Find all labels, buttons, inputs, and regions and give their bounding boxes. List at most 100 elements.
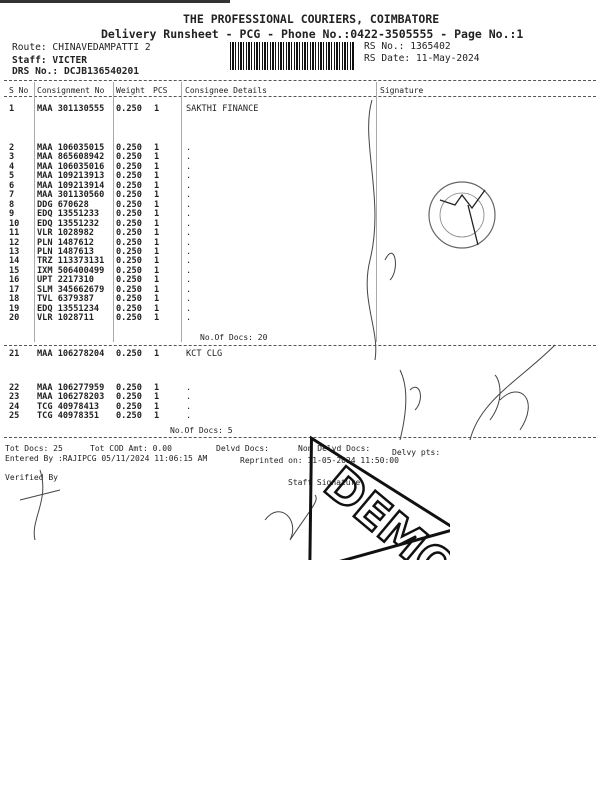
- column-line: [34, 82, 35, 342]
- weight-cell: 0.250: [116, 256, 142, 267]
- sno-cell: 9: [9, 209, 15, 220]
- weight-cell: 0.250: [116, 228, 142, 239]
- consignment-no-cell: TCG 40978351: [37, 411, 100, 422]
- sno-cell: 10: [9, 218, 20, 229]
- column-line: [181, 82, 182, 342]
- consignment-no-cell: MAA 301130560: [37, 190, 105, 201]
- pcs-cell: 1: [154, 209, 160, 220]
- pcs-cell: 1: [154, 161, 160, 172]
- consignment-no-cell: MAA 109213914: [37, 180, 105, 191]
- reprinted-on: Reprinted on: 11-05-2024 11:50:00: [240, 456, 399, 465]
- sno-cell: 12: [9, 237, 20, 248]
- weight-cell: 0.250: [116, 303, 142, 314]
- sno-cell: 8: [9, 199, 15, 210]
- consignee-cell: .: [186, 313, 192, 324]
- col-consignment: Consignment No: [37, 86, 105, 95]
- divider: [4, 80, 596, 81]
- sno-cell: 16: [9, 275, 20, 286]
- weight-cell: 0.250: [116, 237, 142, 248]
- sno-cell: 3: [9, 152, 15, 163]
- consignee-cell: .: [186, 218, 192, 229]
- weight-cell: 0.250: [116, 218, 142, 229]
- consignee-cell: .: [186, 161, 192, 172]
- pcs-cell: 1: [154, 349, 160, 359]
- group-docs-count: No.Of Docs: 20: [200, 333, 268, 342]
- entered-by: Entered By :RAJIPCG 05/11/2024 11:06:15 …: [5, 454, 208, 463]
- consignment-no-cell: MAA 106278204: [37, 349, 105, 359]
- sno-cell: 22: [9, 383, 20, 393]
- weight-cell: 0.250: [116, 383, 142, 393]
- non-delivered-docs: Non Delvd Docs:: [298, 444, 371, 453]
- consignee-cell: .: [186, 383, 192, 393]
- consignment-no-cell: UPT 2217310: [37, 275, 94, 286]
- sno-cell: 13: [9, 246, 20, 257]
- weight-cell: 0.250: [116, 265, 142, 276]
- pcs-cell: 1: [154, 303, 160, 314]
- consignment-no-cell: TRZ 113373131: [37, 256, 105, 267]
- consignee-cell: .: [186, 392, 192, 403]
- signature-stroke: [384, 252, 396, 281]
- pcs-cell: 1: [154, 237, 160, 248]
- weight-cell: 0.250: [116, 411, 142, 422]
- sno-cell: 23: [9, 392, 20, 403]
- signature-stroke: [19, 469, 61, 541]
- consignment-no-cell: MAA 106035015: [37, 143, 105, 153]
- weight-cell: 0.250: [116, 199, 142, 210]
- total-cod: Tot COD Amt: 0.00: [90, 444, 172, 453]
- weight-cell: 0.250: [116, 294, 142, 305]
- sno-cell: 11: [9, 228, 20, 239]
- weight-cell: 0.250: [116, 392, 142, 403]
- consignee-cell: .: [186, 228, 192, 239]
- column-line: [376, 82, 377, 342]
- weight-cell: 0.250: [116, 209, 142, 220]
- weight-cell: 0.250: [116, 284, 142, 295]
- consignment-no-cell: TVL 6379387: [37, 294, 94, 305]
- consignee-cell: .: [186, 143, 192, 153]
- sno-cell: 19: [9, 303, 20, 314]
- pcs-cell: 1: [154, 383, 160, 393]
- sno-cell: 15: [9, 265, 20, 276]
- divider: [4, 345, 596, 346]
- barcode: [230, 42, 354, 70]
- sno-cell: 7: [9, 190, 15, 201]
- col-pcs: PCS: [153, 86, 168, 95]
- pcs-cell: 1: [154, 143, 160, 153]
- total-docs: Tot Docs: 25: [5, 444, 63, 453]
- group-docs-count: No.Of Docs: 5: [170, 426, 233, 435]
- pcs-cell: 1: [154, 294, 160, 305]
- pcs-cell: 1: [154, 313, 160, 324]
- pcs-cell: 1: [154, 190, 160, 201]
- delivered-docs: Delvd Docs:: [216, 444, 269, 453]
- pcs-cell: 1: [154, 180, 160, 191]
- consignee-cell: .: [186, 265, 192, 276]
- sno-cell: 5: [9, 171, 15, 182]
- signature-stroke: [264, 494, 317, 541]
- consignment-no-cell: EDQ 13551232: [37, 218, 100, 229]
- sno-cell: 4: [9, 161, 15, 172]
- consignee-cell: .: [186, 209, 192, 220]
- consignee-cell: .: [186, 199, 192, 210]
- consignee-cell: .: [186, 284, 192, 295]
- pcs-cell: 1: [154, 171, 160, 182]
- company-name: THE PROFESSIONAL COURIERS, COIMBATORE: [183, 12, 440, 26]
- consignee-cell: .: [186, 256, 192, 267]
- consignment-no-cell: MAA 106278203: [37, 392, 105, 403]
- consignment-no-cell: TCG 40978413: [37, 401, 100, 412]
- consignee-cell: .: [186, 275, 192, 286]
- consignee-cell: .: [186, 401, 192, 412]
- sno-cell: 25: [9, 411, 20, 422]
- signature-stroke: [469, 344, 556, 441]
- consignment-no-cell: EDQ 13551234: [37, 303, 100, 314]
- weight-cell: 0.250: [116, 143, 142, 153]
- pcs-cell: 1: [154, 218, 160, 229]
- consignee-cell: .: [186, 190, 192, 201]
- consignee-cell: .: [186, 171, 192, 182]
- consignment-no-cell: MAA 865608942: [37, 152, 105, 163]
- scan-edge: [0, 0, 230, 3]
- col-signature: Signature: [380, 86, 424, 95]
- consignee-cell: .: [186, 237, 192, 248]
- pcs-cell: 1: [154, 246, 160, 257]
- rs-date: RS Date: 11-May-2024: [364, 53, 480, 64]
